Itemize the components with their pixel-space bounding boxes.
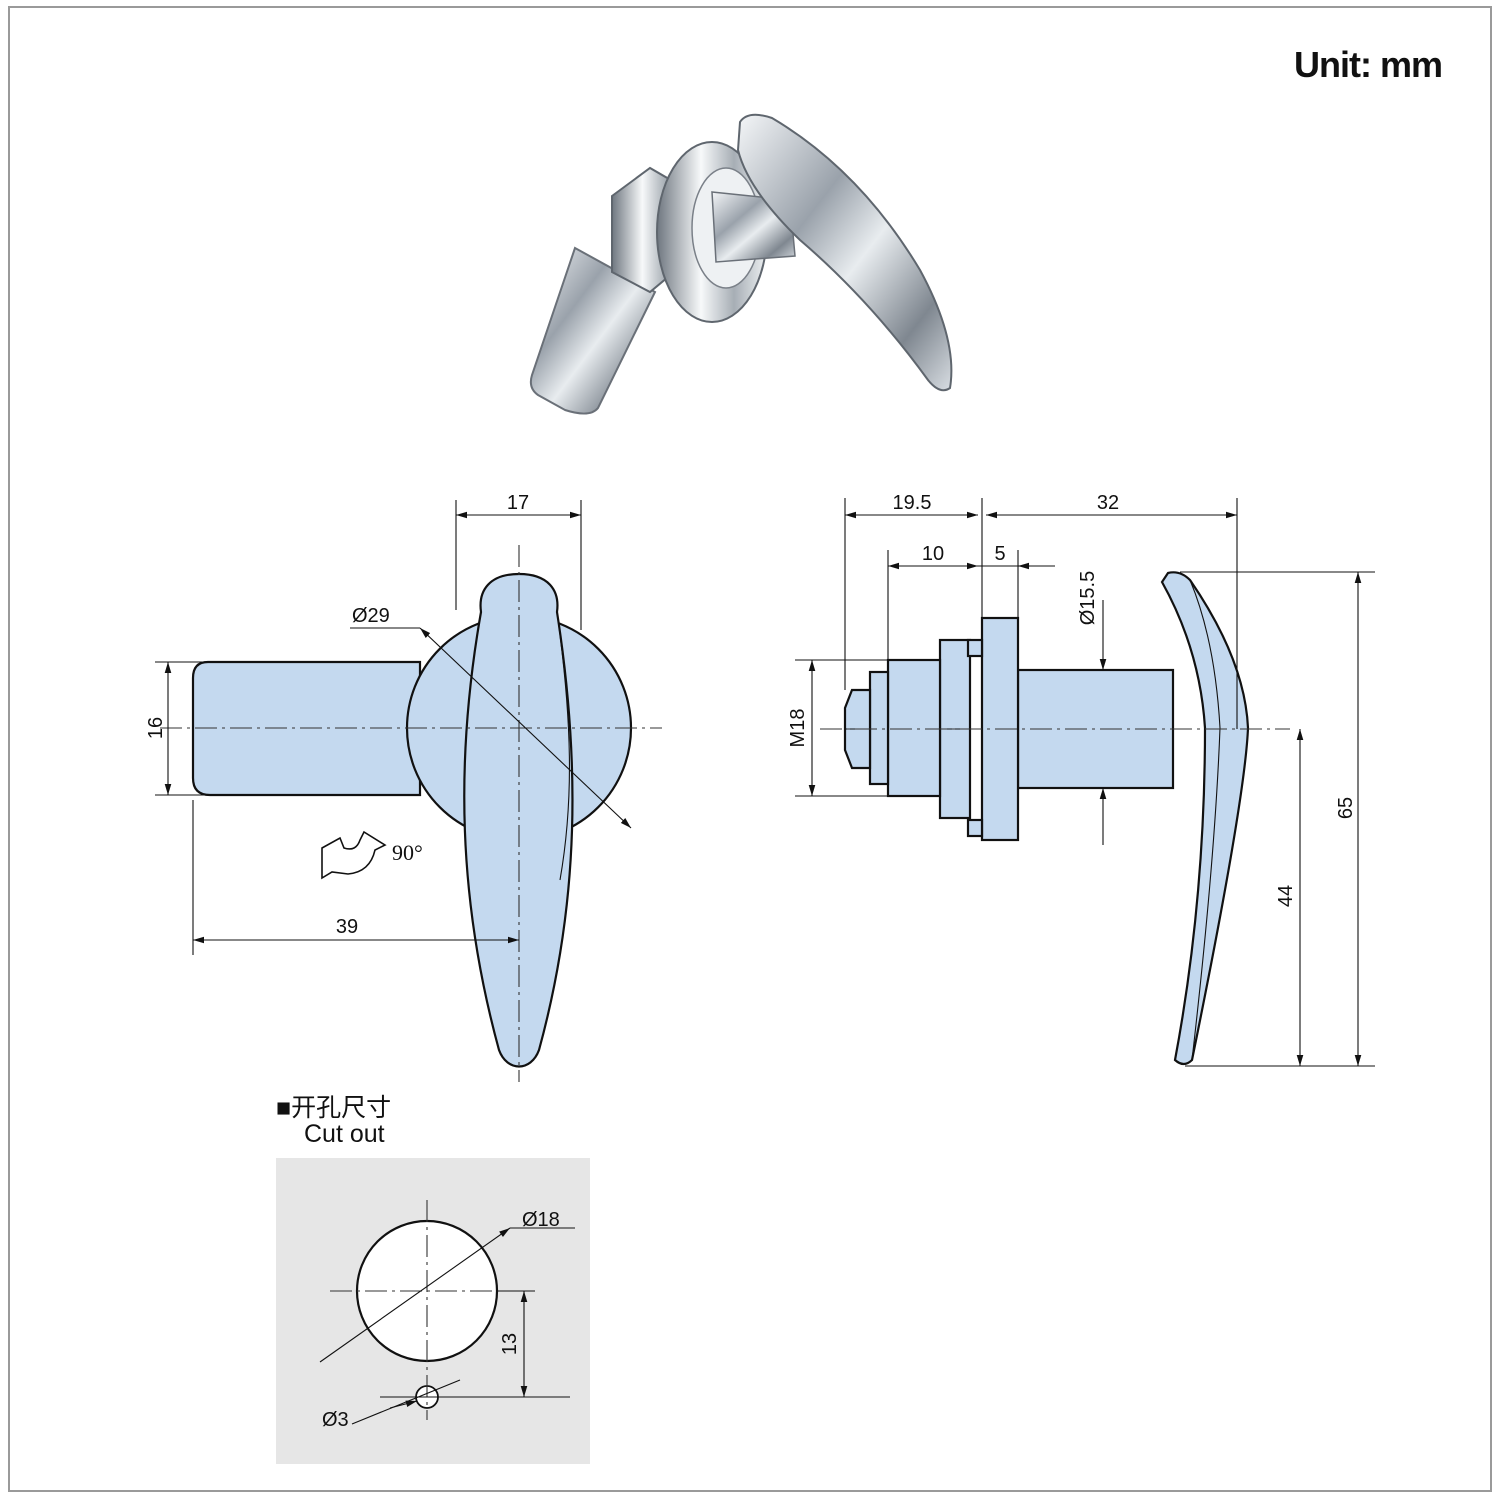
dim-65: 65 [1335, 797, 1357, 819]
dim-10: 10 [922, 543, 944, 565]
dim-39: 39 [336, 916, 358, 938]
dim-hole-diameter: Ø18 [522, 1209, 560, 1231]
dim-thread: M18 [787, 709, 809, 748]
product-photo [529, 113, 953, 415]
t-handle [463, 572, 574, 1068]
cutout-label-en: Cut out [304, 1120, 385, 1148]
dim-diameter-29: Ø29 [352, 605, 390, 627]
rotation-arrow-icon [321, 830, 387, 880]
dim-5: 5 [994, 543, 1005, 565]
drawing-frame [8, 6, 1492, 1492]
front-view [155, 500, 662, 1082]
handle-side [1160, 571, 1250, 1066]
dim-16: 16 [145, 717, 167, 739]
dim-32: 32 [1097, 492, 1119, 514]
dim-19-5: 19.5 [893, 492, 932, 514]
cutout-view [276, 1158, 590, 1464]
threaded-body [886, 658, 942, 798]
rotation-label: 90° [392, 840, 423, 865]
dim-offset: 13 [499, 1333, 521, 1355]
unit-label: Unit: mm [1294, 44, 1443, 85]
cutout-label-cn: ■开孔尺寸 [276, 1094, 392, 1122]
side-view [795, 498, 1375, 1067]
dim-shaft-diameter: Ø15.5 [1077, 571, 1099, 625]
dim-pin-diameter: Ø3 [322, 1409, 349, 1431]
dim-17: 17 [507, 492, 529, 514]
dim-44: 44 [1275, 885, 1297, 907]
